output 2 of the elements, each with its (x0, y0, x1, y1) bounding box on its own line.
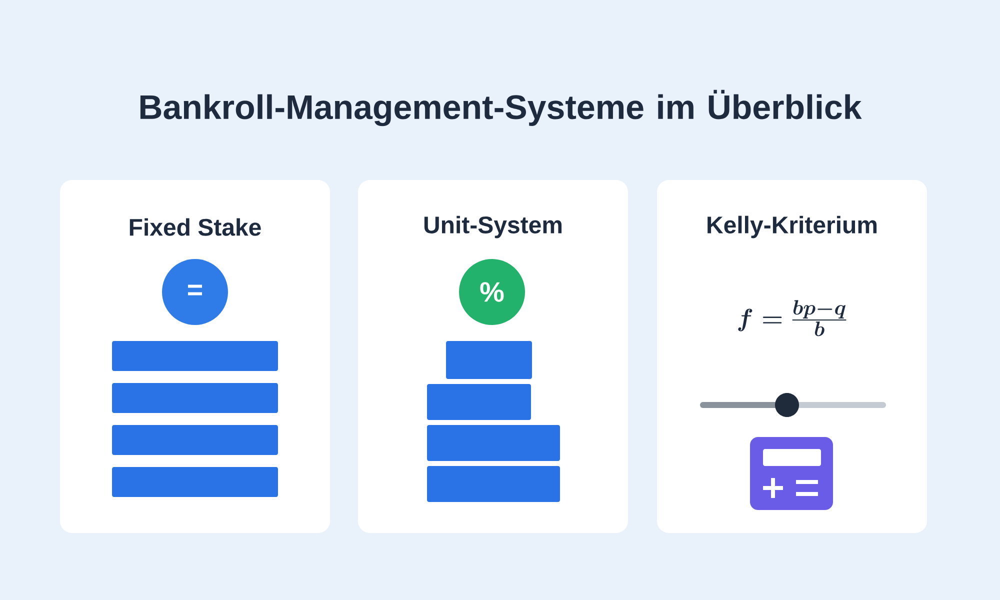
formula: $f=\frac{bp-q}{b}$ (738, 300, 846, 336)
title: Bankroll-Management-Systeme im Überblick (140, 90, 862, 126)
